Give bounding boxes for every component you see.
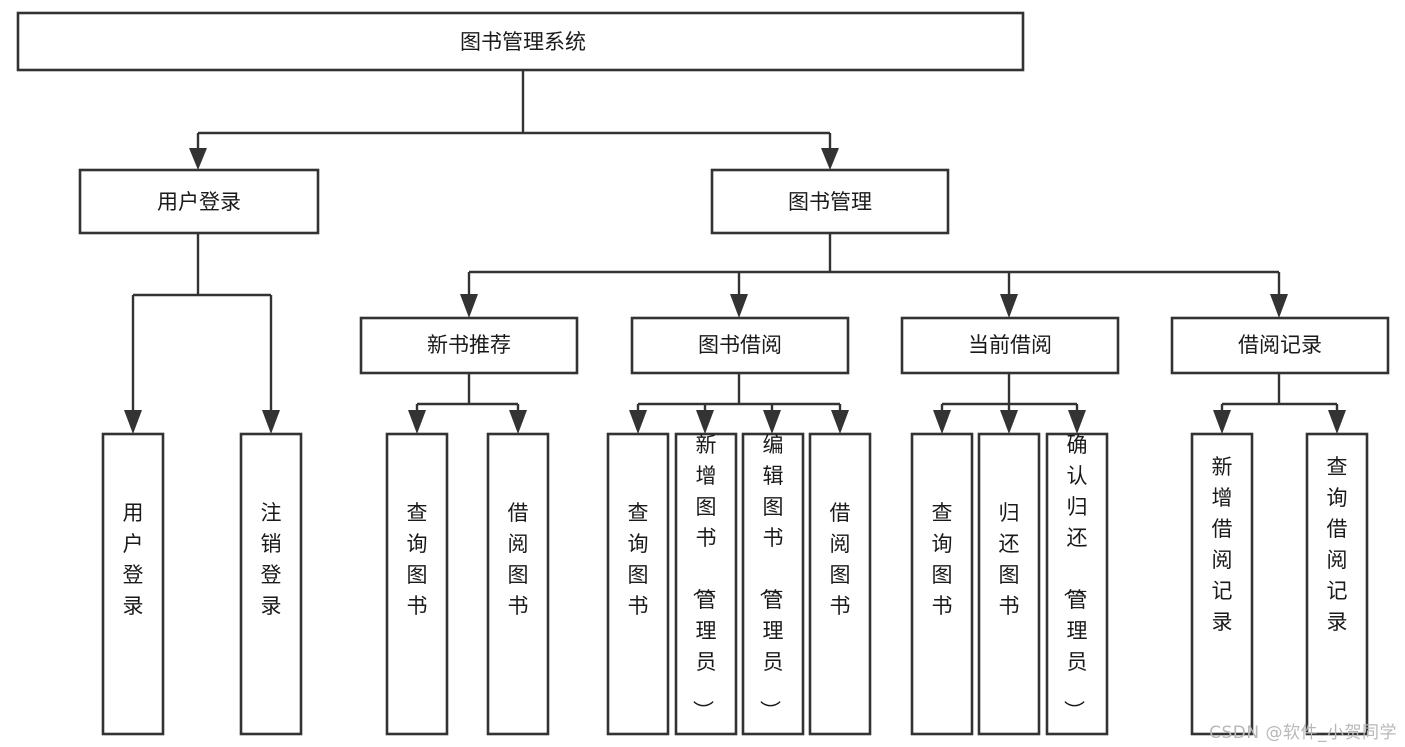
arrow-head-cb-leaf-3	[1068, 410, 1086, 434]
leaf-book-borrow-1-box[interactable]	[674, 432, 738, 736]
node-book-borrow-box[interactable]	[630, 316, 850, 375]
leaf-book-borrow-3-box[interactable]	[808, 432, 872, 736]
leaf-borrow-record-1[interactable]: 查询借阅记录	[1305, 432, 1369, 736]
leaf-new-book-0[interactable]: 查询图书	[385, 432, 449, 736]
node-new-book-recommend-label: 新书推荐	[427, 333, 511, 357]
leaf-borrow-record-0-box[interactable]	[1190, 432, 1254, 736]
node-borrow-record-box[interactable]	[1170, 316, 1390, 375]
leaf-book-borrow-3[interactable]: 借阅图书	[808, 432, 872, 736]
leaf-book-borrow-2[interactable]: 编辑图书（管理员）	[741, 432, 805, 736]
leaf-current-borrow-1-label: 归还图书	[999, 501, 1020, 618]
leaf-user-login-1[interactable]: 注销登录	[239, 432, 303, 736]
leaf-book-borrow-1[interactable]: 新增图书（管理员）	[674, 432, 738, 736]
leaf-current-borrow-2-box[interactable]	[1045, 432, 1109, 736]
node-root-box[interactable]	[16, 11, 1025, 72]
arrow-head-bb-leaf-4	[831, 410, 849, 434]
arrow-head-borrow-record	[1270, 294, 1288, 318]
arrow-head-cb-leaf-1	[933, 410, 951, 434]
leaf-book-borrow-2-label: 编辑图书（管理员）	[758, 433, 784, 721]
leaf-current-borrow-1-box[interactable]	[977, 432, 1041, 736]
arrow-head-bb-leaf-1	[629, 410, 647, 434]
node-user-login-box[interactable]	[78, 168, 320, 235]
leaf-book-borrow-2-box[interactable]	[741, 432, 805, 736]
leaf-borrow-record-0[interactable]: 新增借阅记录	[1190, 432, 1254, 736]
leaf-current-borrow-0-label: 查询图书	[932, 501, 953, 618]
node-new-book-recommend[interactable]: 新书推荐	[359, 316, 579, 375]
leaf-new-book-1-box[interactable]	[486, 432, 550, 736]
leaf-book-borrow-3-label: 借阅图书	[830, 501, 851, 618]
leaf-new-book-0-label: 查询图书	[407, 501, 428, 618]
node-new-book-recommend-box[interactable]	[359, 316, 579, 375]
leaf-user-login-0[interactable]: 用户登录	[101, 432, 165, 736]
arrow-head-cb-leaf-2	[1000, 410, 1018, 434]
arrow-head-nb-leaf-2	[509, 410, 527, 434]
leaf-user-login-1-box[interactable]	[239, 432, 303, 736]
arrow-head-br-leaf-1	[1213, 410, 1231, 434]
node-book-management[interactable]: 图书管理	[710, 168, 950, 235]
arrow-head-new-book	[460, 294, 478, 318]
arrow-head-leaf-user-login	[124, 410, 142, 434]
leaf-book-borrow-0-label: 查询图书	[628, 501, 649, 618]
leaf-current-borrow-0[interactable]: 查询图书	[910, 432, 974, 736]
arrow-head-book-borrow	[730, 294, 748, 318]
node-user-login-label: 用户登录	[157, 190, 241, 214]
node-user-login[interactable]: 用户登录	[78, 168, 320, 235]
leaf-current-borrow-0-box[interactable]	[910, 432, 974, 736]
leaf-current-borrow-2-label: 确认归还（管理员）	[1062, 433, 1088, 721]
csdn-watermark: CSDN @软件_小贺同学	[1209, 723, 1397, 743]
leaf-current-borrow-1[interactable]: 归还图书	[977, 432, 1041, 736]
node-current-borrow[interactable]: 当前借阅	[900, 316, 1120, 375]
leaf-new-book-1-label: 借阅图书	[508, 501, 529, 618]
node-borrow-record-label: 借阅记录	[1238, 333, 1322, 357]
arrow-head-current-borrow	[1000, 294, 1018, 318]
node-book-borrow-label: 图书借阅	[698, 333, 782, 357]
leaf-user-login-1-label: 注销登录	[261, 501, 282, 618]
node-borrow-record[interactable]: 借阅记录	[1170, 316, 1390, 375]
leaf-current-borrow-2[interactable]: 确认归还（管理员）	[1045, 432, 1109, 736]
arrow-head-nb-leaf-1	[408, 410, 426, 434]
node-root[interactable]: 图书管理系统	[16, 11, 1025, 72]
node-root-label: 图书管理系统	[460, 30, 586, 54]
arrow-head-bb-leaf-3	[763, 410, 781, 434]
leaf-user-login-0-box[interactable]	[101, 432, 165, 736]
leaf-book-borrow-0[interactable]: 查询图书	[606, 432, 670, 736]
node-book-borrow[interactable]: 图书借阅	[630, 316, 850, 375]
connectors-group	[124, 70, 1346, 434]
leaf-borrow-record-1-label: 查询借阅记录	[1327, 455, 1348, 634]
arrow-head-br-leaf-2	[1328, 410, 1346, 434]
leaf-book-borrow-1-label: 新增图书（管理员）	[691, 433, 717, 721]
leaf-new-book-0-box[interactable]	[385, 432, 449, 736]
leaf-user-login-0-label: 用户登录	[123, 501, 144, 618]
arrow-head-user-login	[189, 148, 207, 170]
leaf-new-book-1[interactable]: 借阅图书	[486, 432, 550, 736]
node-book-management-label: 图书管理	[788, 190, 872, 214]
leaf-book-borrow-0-box[interactable]	[606, 432, 670, 736]
leaf-borrow-record-0-label: 新增借阅记录	[1212, 455, 1233, 634]
arrow-head-book-mgmt	[821, 148, 839, 170]
leaf-borrow-record-1-box[interactable]	[1305, 432, 1369, 736]
node-book-management-box[interactable]	[710, 168, 950, 235]
arrow-head-bb-leaf-2	[696, 410, 714, 434]
node-current-borrow-label: 当前借阅	[968, 333, 1052, 357]
node-current-borrow-box[interactable]	[900, 316, 1120, 375]
arrow-head-leaf-logout	[262, 410, 280, 434]
